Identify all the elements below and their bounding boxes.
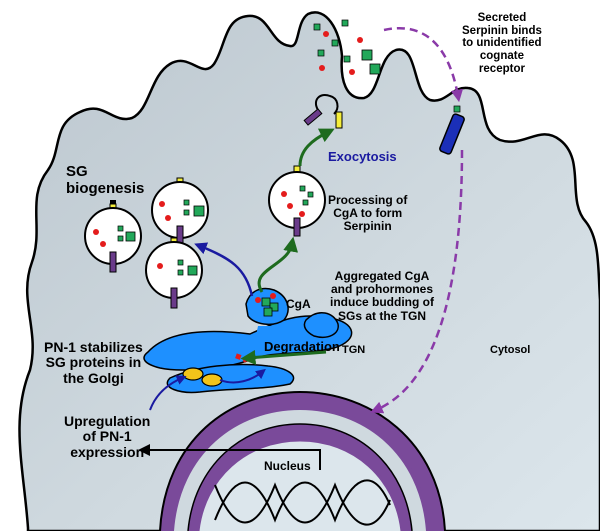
label-processing: Processing of CgA to form Serpinin <box>328 193 408 234</box>
arrow-receptor-to-nucleus <box>370 149 464 414</box>
secreted-peptides <box>313 19 381 75</box>
label-nucleus: Nucleus <box>264 459 311 473</box>
arrow-exocytosis <box>298 128 335 167</box>
label-exocytosis: Exocytosis <box>328 149 397 164</box>
label-pn1-stabilizes: PN-1 stabilizes SG proteins in the Golgi <box>44 339 143 386</box>
secretory-granules <box>84 165 326 309</box>
label-sg-biogenesis: SG biogenesis <box>66 163 145 197</box>
label-tgn: TGN <box>342 344 366 356</box>
label-aggregated: Aggregated CgA and prohormones induce bu… <box>330 269 434 323</box>
label-cga: CgA <box>286 297 311 311</box>
label-degradation: Degradation <box>264 339 340 354</box>
exocytosis-site <box>303 94 343 129</box>
label-secreted-serpinin: Secreted Serpinin binds to unidentified … <box>462 12 542 75</box>
label-upregulation: Upregulation of PN-1 expression <box>64 413 151 460</box>
arrow-sg-biogenesis <box>194 242 254 297</box>
arrow-budding <box>257 236 299 293</box>
label-cytosol: Cytosol <box>490 344 531 356</box>
arrow-pn1-to-golgi <box>149 375 187 411</box>
arrow-pn1-inhibition <box>219 368 266 384</box>
arrow-to-receptor <box>383 26 464 103</box>
arrow-upregulation <box>138 444 321 470</box>
arrow-degradation <box>240 349 327 365</box>
serpinin-receptor <box>439 105 465 155</box>
